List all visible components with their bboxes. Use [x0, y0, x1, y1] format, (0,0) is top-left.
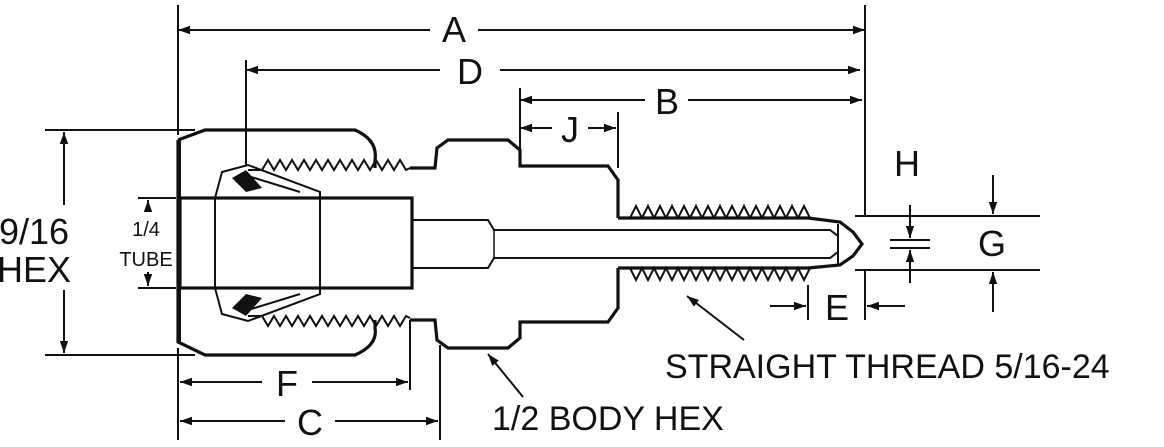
dimension-b-label: B — [655, 81, 679, 122]
tube-dimension: 1/4 TUBE — [119, 200, 173, 286]
body-hex-outline-lower — [410, 268, 620, 350]
dimension-g-label: G — [978, 223, 1006, 264]
thread-callout: STRAIGHT THREAD 5/16-24 — [665, 295, 1110, 386]
front-ferrule — [214, 163, 321, 323]
dimension-b: B — [520, 81, 862, 122]
dimension-h-label: H — [894, 143, 920, 184]
dimension-j: J — [520, 109, 616, 150]
tube — [178, 196, 414, 290]
dimension-f-label: F — [276, 363, 298, 404]
port-thread-lower — [629, 265, 811, 283]
port-thread-upper — [629, 203, 811, 221]
tube-size-label: 1/4 — [132, 219, 160, 241]
port-outline — [618, 216, 864, 270]
dimension-g: G — [978, 175, 1006, 312]
dimension-j-label: J — [561, 109, 579, 150]
dimension-c: C — [180, 402, 438, 443]
nut-thread-upper — [248, 158, 411, 172]
dimension-h: H — [894, 143, 920, 283]
dimension-c-label: C — [297, 402, 323, 443]
nut-thread-lower — [248, 314, 411, 328]
tube-word-label: TUBE — [119, 249, 172, 271]
hex-dimension: 9/16 HEX — [0, 132, 71, 353]
dimension-a-label: A — [442, 9, 466, 50]
body-hex-callout: 1/2 BODY HEX — [487, 353, 724, 438]
dimension-e-label: E — [825, 287, 849, 328]
fitting-body — [176, 128, 864, 357]
hex-word-label: HEX — [0, 249, 71, 290]
body-hex-note: 1/2 BODY HEX — [492, 400, 724, 438]
hex-size-label: 9/16 — [0, 211, 69, 252]
dimension-a: A — [178, 9, 865, 50]
nut-outline — [176, 128, 377, 357]
dimension-f: F — [180, 363, 408, 404]
dimension-d-label: D — [457, 51, 483, 92]
dimension-d: D — [246, 51, 860, 92]
thread-note: STRAIGHT THREAD 5/16-24 — [665, 348, 1110, 386]
bore — [412, 219, 839, 269]
body-hex-outline — [410, 138, 620, 218]
dimension-e: E — [770, 287, 905, 328]
